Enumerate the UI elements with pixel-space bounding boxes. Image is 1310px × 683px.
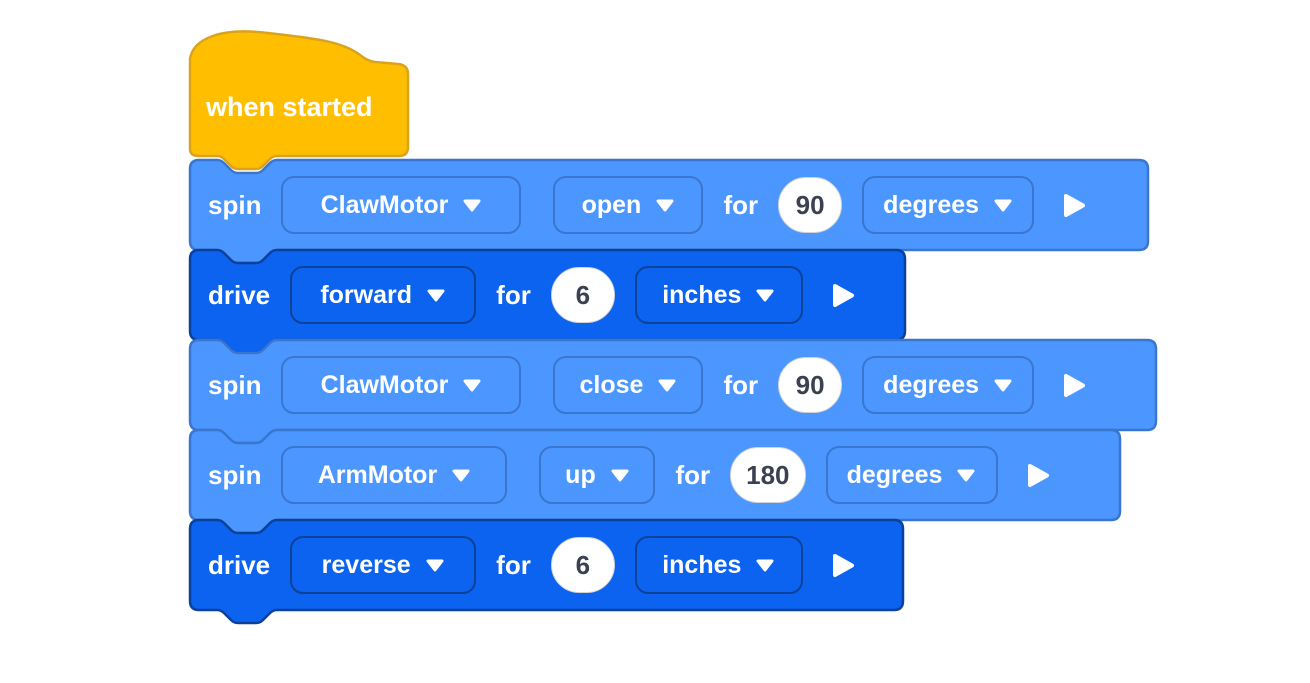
spin-armmotor-up-block[interactable]: spin ArmMotor up for 180 degrees [188, 428, 1122, 535]
units-dropdown-value: degrees [883, 190, 980, 219]
drive-direction-value: reverse [321, 550, 411, 579]
units-dropdown[interactable]: degrees [825, 446, 998, 504]
caret-down-icon [463, 379, 481, 391]
caret-down-icon [452, 469, 470, 481]
block-content-row: spin ArmMotor up for 180 degrees [190, 430, 1120, 520]
play-icon [1064, 373, 1086, 397]
block-content-row: drive forward for 6 inches [190, 250, 905, 340]
caret-down-icon [656, 199, 674, 211]
play-icon [1027, 463, 1049, 487]
motor-dropdown[interactable]: ClawMotor [281, 356, 522, 414]
for-label: for [675, 459, 711, 490]
caret-down-icon [427, 289, 445, 301]
spin-direction-dropdown[interactable]: open [553, 176, 704, 234]
spin-verb-label: spin [208, 369, 262, 400]
drive-forward-block[interactable]: drive forward for 6 inches [188, 248, 907, 355]
distance-value-input[interactable]: 6 [550, 537, 615, 593]
degrees-value-input[interactable]: 90 [778, 357, 843, 413]
drive-direction-dropdown[interactable]: forward [290, 266, 477, 324]
degrees-value-input[interactable]: 90 [778, 177, 843, 233]
caret-down-icon [756, 559, 774, 571]
units-dropdown-value: inches [662, 280, 742, 309]
play-icon [1064, 193, 1086, 217]
for-label: for [723, 369, 759, 400]
drive-direction-value: forward [320, 280, 412, 309]
motor-dropdown-value: ArmMotor [317, 460, 438, 489]
spin-clawmotor-close-block[interactable]: spin ClawMotor close for 90 degrees [188, 338, 1158, 445]
units-dropdown-value: inches [662, 550, 742, 579]
spin-direction-value: close [579, 370, 644, 399]
units-dropdown[interactable]: degrees [862, 356, 1035, 414]
for-label: for [496, 279, 531, 310]
drive-reverse-block[interactable]: drive reverse for 6 inches [188, 518, 905, 625]
caret-down-icon [611, 469, 629, 481]
drive-verb-label: drive [208, 549, 271, 580]
block-content-row: spin ClawMotor close for 90 degrees [190, 340, 1156, 430]
motor-dropdown[interactable]: ArmMotor [281, 446, 508, 504]
caret-down-icon [994, 199, 1012, 211]
caret-down-icon [994, 379, 1012, 391]
units-dropdown[interactable]: degrees [862, 176, 1035, 234]
units-dropdown[interactable]: inches [634, 266, 803, 324]
block-content-row: spin ClawMotor open for 90 degrees [190, 160, 1148, 250]
distance-value-input[interactable]: 6 [550, 267, 615, 323]
caret-down-icon [658, 379, 676, 391]
units-dropdown-value: degrees [846, 460, 943, 489]
spin-direction-dropdown[interactable]: close [553, 356, 704, 414]
spin-verb-label: spin [208, 459, 262, 490]
caret-down-icon [957, 469, 975, 481]
drive-direction-dropdown[interactable]: reverse [290, 536, 477, 594]
units-dropdown-value: degrees [883, 370, 980, 399]
hat-block-label: when started [206, 92, 373, 122]
spin-verb-label: spin [208, 189, 262, 220]
caret-down-icon [756, 289, 774, 301]
motor-dropdown-value: ClawMotor [320, 370, 449, 399]
motor-dropdown-value: ClawMotor [320, 190, 449, 219]
units-dropdown[interactable]: inches [634, 536, 803, 594]
when-started-hat-block[interactable]: when started [188, 30, 410, 171]
spin-direction-dropdown[interactable]: up [539, 446, 656, 504]
degrees-value-input[interactable]: 180 [730, 447, 806, 503]
drive-verb-label: drive [208, 279, 271, 310]
spin-direction-value: open [581, 190, 642, 219]
for-label: for [496, 549, 531, 580]
play-icon [832, 553, 854, 577]
for-label: for [723, 189, 759, 220]
caret-down-icon [426, 559, 444, 571]
spin-clawmotor-open-block[interactable]: spin ClawMotor open for 90 degrees [188, 158, 1150, 265]
block-content-row: drive reverse for 6 inches [190, 520, 903, 610]
spin-direction-value: up [565, 460, 596, 489]
play-icon [832, 283, 854, 307]
caret-down-icon [463, 199, 481, 211]
motor-dropdown[interactable]: ClawMotor [281, 176, 522, 234]
